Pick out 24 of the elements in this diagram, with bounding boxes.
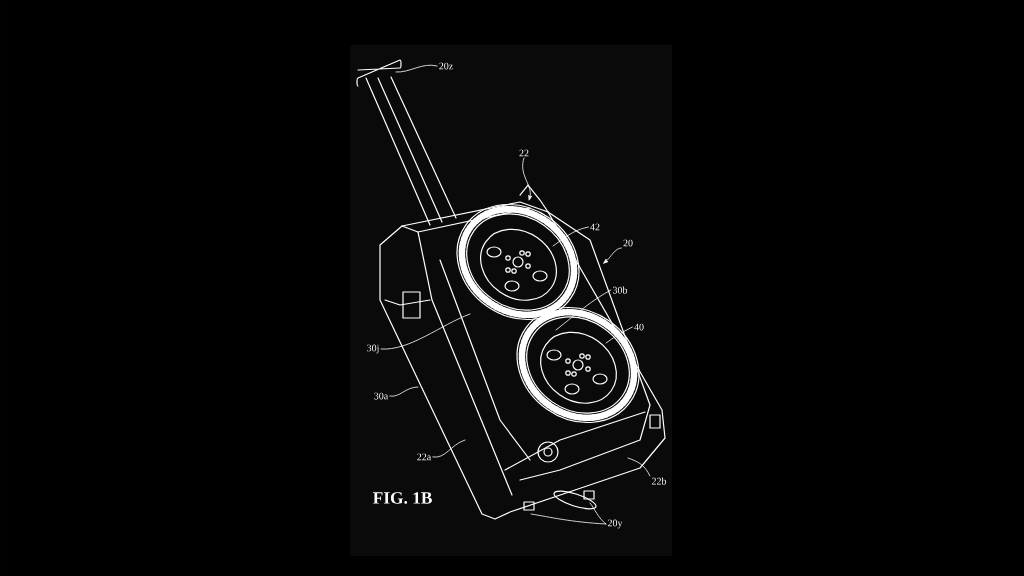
- callout-number: 30a: [374, 392, 389, 400]
- figure-caption: FIG. 1B: [373, 492, 432, 504]
- leader-arrow: [522, 157, 533, 201]
- callout-number: 22b: [651, 477, 667, 485]
- leader-line: [589, 502, 607, 525]
- leader-line: [627, 457, 651, 477]
- leader-line: [380, 313, 471, 350]
- leader-line: [555, 289, 612, 331]
- leader-line: [432, 439, 466, 458]
- callout-number: 20y: [607, 519, 623, 529]
- callout-number: 22: [519, 149, 529, 157]
- leader-line: [395, 64, 438, 73]
- callout-number: 20: [623, 239, 633, 247]
- callout-number: 42: [590, 223, 600, 231]
- callout-number: 30b: [613, 286, 628, 294]
- leader-line: [389, 386, 419, 397]
- leader-arrow: [603, 247, 622, 264]
- leader-line: [605, 326, 633, 344]
- callout-number: 22a: [417, 453, 432, 461]
- callout-number: 40: [634, 323, 644, 331]
- leader-line: [552, 226, 589, 247]
- leader-line: [530, 513, 607, 525]
- callout-number: 20z: [439, 62, 453, 70]
- callout-number: 30j: [367, 344, 379, 354]
